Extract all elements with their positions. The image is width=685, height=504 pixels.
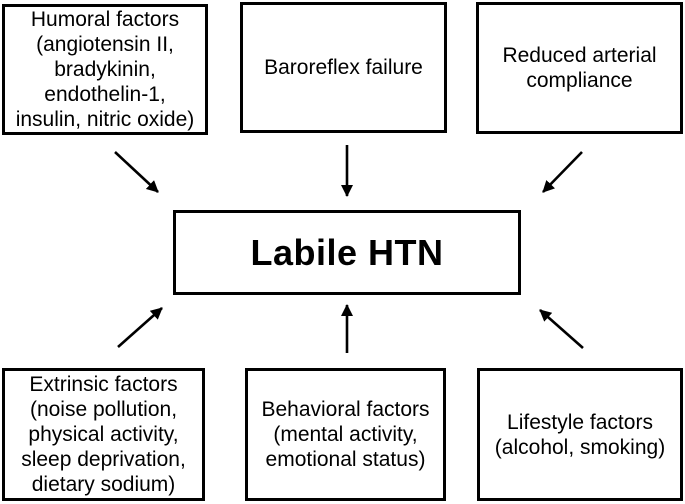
box-text-line: (alcohol, smoking) [494,435,666,459]
center-box-label: Labile HTN [250,231,444,273]
factor-box-extrinsic: Extrinsic factors (noise pollution, phys… [2,368,205,501]
box-text-line: bradykinin, [54,58,156,81]
box-text-line: Extrinsic factors [29,373,178,396]
center-box-labile-htn: Labile HTN [173,210,521,295]
box-text-line: Lifestyle factors [507,410,653,434]
box-text-line: physical activity, [28,423,179,446]
box-text-line: sleep deprivation, [21,448,186,471]
arrow-lifestyle-to-center [539,309,584,349]
arrow-extrinsic-to-center [117,307,163,348]
factor-box-lifestyle: Lifestyle factors (alcohol, smoking) [477,368,683,501]
box-text-line: insulin, nitric oxide) [15,108,195,131]
box-text-line: (mental activity, [273,423,418,446]
factor-box-baroreflex: Baroreflex failure [240,2,447,133]
box-text-line: (angiotensin II, [36,33,174,56]
box-text-line: Behavioral factors [261,398,430,421]
box-text-line: dietary sodium) [31,473,176,496]
box-text-line: Baroreflex failure [264,56,423,79]
box-text-line: emotional status) [265,448,426,471]
factor-box-reduced-arterial-compliance: Reduced arterial compliance [476,2,683,134]
factor-box-behavioral: Behavioral factors (mental activity, emo… [245,368,446,501]
box-text-line: (noise pollution, [29,398,178,421]
box-text-line: Humoral factors [30,8,180,31]
box-text-line: compliance [526,69,633,92]
arrow-humoral-to-center [114,151,159,193]
box-text-line: endothelin-1, [44,83,166,106]
arrow-reduced-to-center [542,151,583,193]
box-text-line: Reduced arterial [502,44,657,67]
factor-box-humoral: Humoral factors (angiotensin II, bradyki… [2,4,208,135]
